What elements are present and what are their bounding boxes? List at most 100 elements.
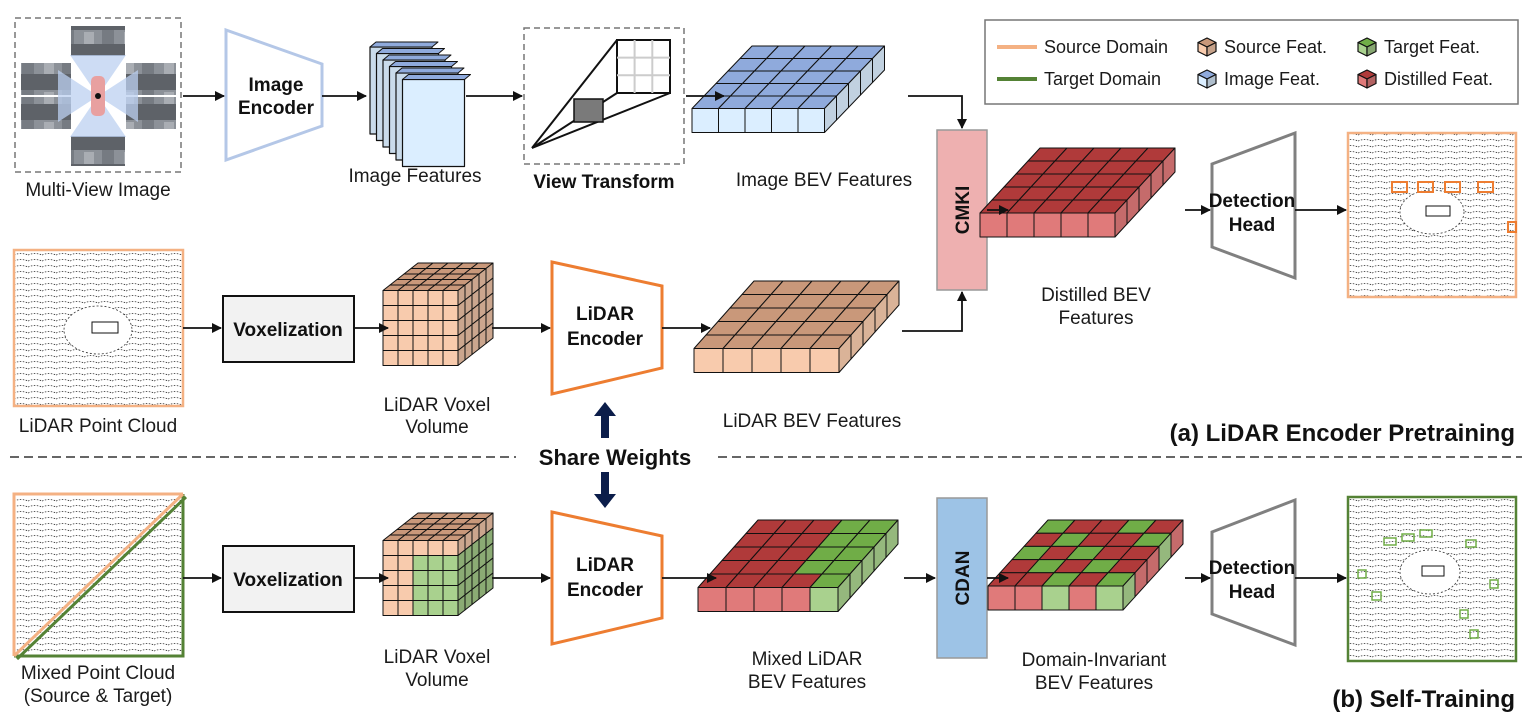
lidar-encoder-top-label-2: Encoder: [567, 329, 644, 350]
image-bev-features-label: Image BEV Features: [736, 170, 912, 191]
bev-front-cell: [1033, 212, 1062, 238]
voxel-front-cell: [412, 585, 429, 601]
mixed-point-cloud: [12, 492, 188, 661]
voxelization-top-block: [222, 295, 355, 363]
bev-front-cell: [780, 348, 811, 373]
voxel-front-cell: [412, 350, 429, 366]
voxel-front-cell: [412, 570, 429, 586]
cube-right: [1206, 41, 1217, 57]
lidar-voxel-top-label-1: LiDAR Voxel: [384, 395, 491, 416]
voxelization-top-label: Voxelization: [233, 320, 342, 341]
voxel-front-cell: [427, 350, 444, 366]
bev-front-cell: [1006, 212, 1035, 238]
lidar-voxel-volume-bottom: [382, 512, 494, 616]
domain-invariant-label-1: Domain-Invariant: [1022, 650, 1167, 671]
feature-map-edge: [395, 67, 465, 74]
voxel-front-cell: [382, 585, 399, 601]
domain-invariant-bev-features: [987, 519, 1184, 611]
lidar-encoder-top-block: [550, 260, 664, 396]
bev-front-cell: [691, 108, 719, 133]
voxel-front-cell: [412, 290, 429, 306]
distilled-feat-cube-icon: [1357, 69, 1377, 89]
mixed-point-cloud-label-1: Mixed Point Cloud: [21, 663, 175, 684]
image-feat-cube-icon: [1197, 69, 1217, 89]
voxelization-bottom-block: [222, 545, 355, 613]
bev-front-cell: [722, 348, 753, 373]
section-a-title: (a) LiDAR Encoder Pretraining: [1170, 420, 1515, 447]
voxel-front-cell: [382, 555, 399, 571]
bev-front-cell: [809, 348, 840, 373]
voxel-front-cell: [442, 320, 459, 336]
distilled-bev-label-2: Features: [1059, 308, 1134, 329]
lidar-encoder-top-label-1: LiDAR: [576, 304, 634, 325]
voxel-front-cell: [442, 305, 459, 321]
bev-front-cell: [1014, 585, 1043, 611]
voxel-front-cell: [427, 335, 444, 351]
image-features-label: Image Features: [348, 166, 481, 187]
bev-front-cell: [753, 587, 783, 612]
distilled-bev-label-1: Distilled BEV: [1041, 285, 1151, 306]
bev-front-cell: [1068, 585, 1097, 611]
domain-invariant-label-2: BEV Features: [1035, 673, 1153, 694]
arrow-lidar-bev-to-cmki: [902, 291, 967, 332]
voxel-front-cell: [427, 290, 444, 306]
bev-front-cell: [751, 348, 782, 373]
multi-view-image-label: Multi-View Image: [25, 180, 170, 201]
lidar-encoder-bottom-block: [550, 510, 664, 646]
mixed-lidar-bev-features: [697, 519, 899, 612]
feature-map-layer: [401, 78, 466, 168]
lidar-voxel-top-label-2: Volume: [405, 417, 468, 438]
lidar-bev-features-label: LiDAR BEV Features: [723, 411, 901, 432]
voxel-front-cell: [442, 335, 459, 351]
voxel-front-cell: [397, 305, 414, 321]
lidar-point-cloud-label: LiDAR Point Cloud: [19, 416, 177, 437]
multi-view-image: [14, 17, 182, 173]
voxel-front-cell: [412, 600, 429, 616]
voxel-front-cell: [382, 600, 399, 616]
voxel-front-cell: [382, 540, 399, 556]
arrow-image-bev-to-cmki: [908, 95, 967, 129]
image-encoder-label-1: Image: [249, 75, 304, 96]
bev-front-cell: [725, 587, 755, 612]
image-bev-features: [691, 45, 885, 133]
voxel-front-cell: [397, 570, 414, 586]
legend-source-domain: Source Domain: [1044, 37, 1168, 57]
bev-front-cell: [697, 587, 727, 612]
voxel-front-cell: [412, 320, 429, 336]
voxel-front-cell: [412, 555, 429, 571]
cube-right: [1366, 73, 1377, 89]
image-features-stack: [369, 41, 471, 168]
mixed-point-cloud-label-2: (Source & Target): [24, 686, 173, 707]
detection-output-target: [1346, 495, 1518, 663]
bev-front-cell: [1041, 585, 1070, 611]
source-feat-cube-icon: [1197, 37, 1217, 57]
feature-map-edge: [389, 61, 458, 67]
distilled-bev-features: [979, 147, 1176, 238]
cube-right: [1366, 41, 1377, 57]
cdan-label: CDAN: [953, 551, 974, 606]
bev-front-cell: [797, 108, 825, 133]
voxel-front-cell: [427, 555, 444, 571]
legend-target-feat: Target Feat.: [1384, 37, 1480, 57]
legend-distilled-feat: Distilled Feat.: [1384, 69, 1493, 89]
lidar-voxel-bottom-label-2: Volume: [405, 670, 468, 691]
bev-front-cell: [781, 587, 811, 612]
legend: Source Domain Target Domain Source Feat.…: [984, 19, 1519, 105]
voxel-front-cell: [382, 290, 399, 306]
detection-head-top-block: [1210, 130, 1297, 281]
legend-image-feat: Image Feat.: [1224, 69, 1320, 89]
voxel-front-cell: [442, 290, 459, 306]
bev-front-cell: [979, 212, 1008, 238]
feature-map-edge: [382, 54, 452, 61]
voxel-front-cell: [397, 290, 414, 306]
voxel-front-cell: [397, 600, 414, 616]
voxel-front-cell: [427, 600, 444, 616]
bev-front-cell: [771, 108, 799, 133]
voxel-front-cell: [412, 305, 429, 321]
voxel-front-cell: [442, 600, 459, 616]
view-transform-block: [523, 27, 685, 165]
voxelization-bottom-label: Voxelization: [233, 570, 342, 591]
voxel-front-cell: [397, 350, 414, 366]
voxel-front-cell: [427, 540, 444, 556]
image-encoder-block: [224, 27, 324, 163]
